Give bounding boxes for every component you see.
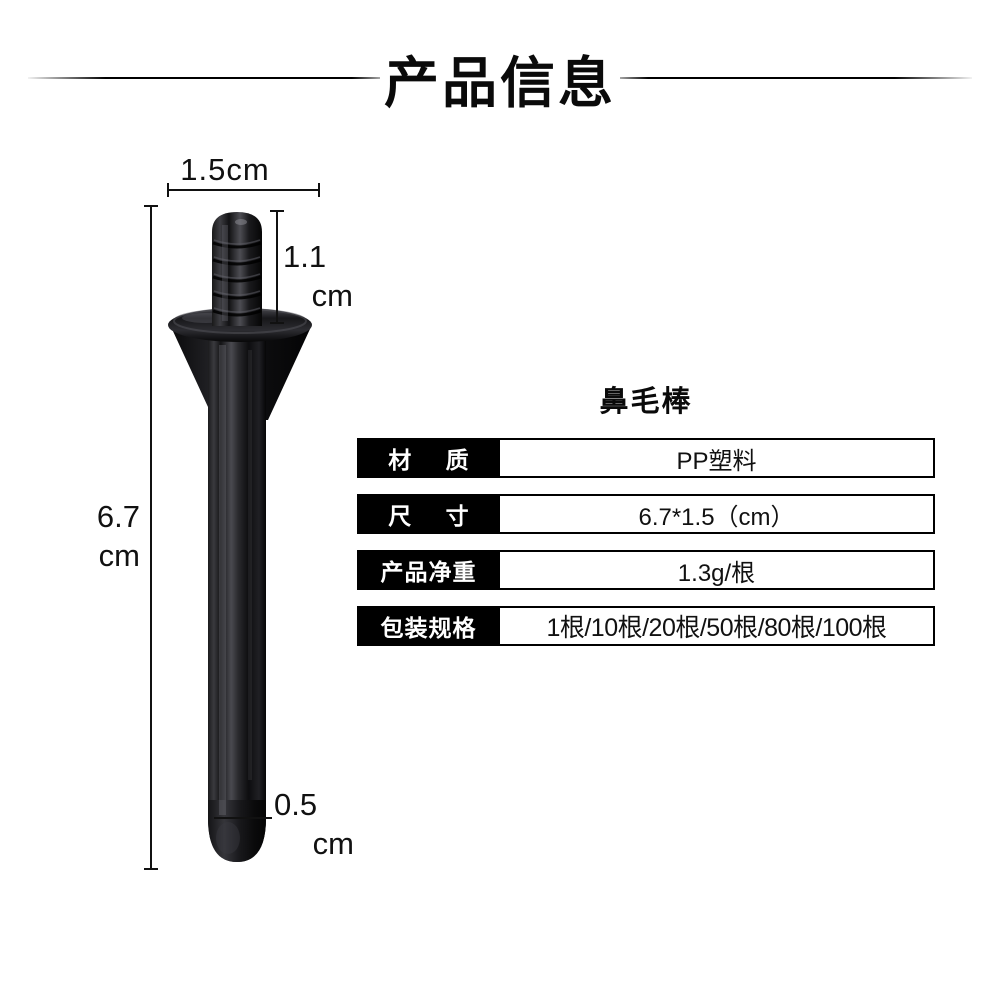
dimension-tip-unit: cm <box>312 826 354 861</box>
title-rule-right <box>620 77 972 79</box>
product-name: 鼻毛棒 <box>599 386 693 418</box>
dimension-height-unit: cm <box>98 538 140 573</box>
dimension-height-line <box>144 205 158 870</box>
spec-row-label: 材 质 <box>357 438 500 478</box>
dimension-height-value: 6.7 <box>96 499 140 534</box>
dimension-tip-line <box>214 817 272 819</box>
spec-row-label: 产品净重 <box>357 550 500 590</box>
dimension-width-label: 1.5cm <box>180 152 270 187</box>
spec-row-value: 6.7*1.5（cm） <box>500 494 935 534</box>
dimension-handle-value: 1.1 <box>283 239 327 274</box>
spec-row-label: 尺 寸 <box>357 494 500 534</box>
dimension-tip-label: 0.5 cm <box>274 785 354 863</box>
spec-row-label: 包装规格 <box>357 606 500 646</box>
dimension-handle-unit: cm <box>311 278 353 313</box>
dimension-width-line <box>167 183 320 197</box>
page-title: 产品信息 <box>383 52 616 114</box>
dimension-handle-line <box>270 210 284 324</box>
dimension-tip-value: 0.5 <box>274 787 318 822</box>
page-header: 产品信息 <box>0 40 1000 130</box>
dimension-handle-label: 1.1 cm <box>283 237 353 315</box>
spec-row-value: 1.3g/根 <box>500 550 935 590</box>
spec-row-value: 1根/10根/20根/50根/80根/100根 <box>500 606 935 646</box>
spec-row-value: PP塑料 <box>500 438 935 478</box>
dimension-height-label: 6.7 cm <box>40 497 140 575</box>
title-rule-left <box>28 77 380 79</box>
